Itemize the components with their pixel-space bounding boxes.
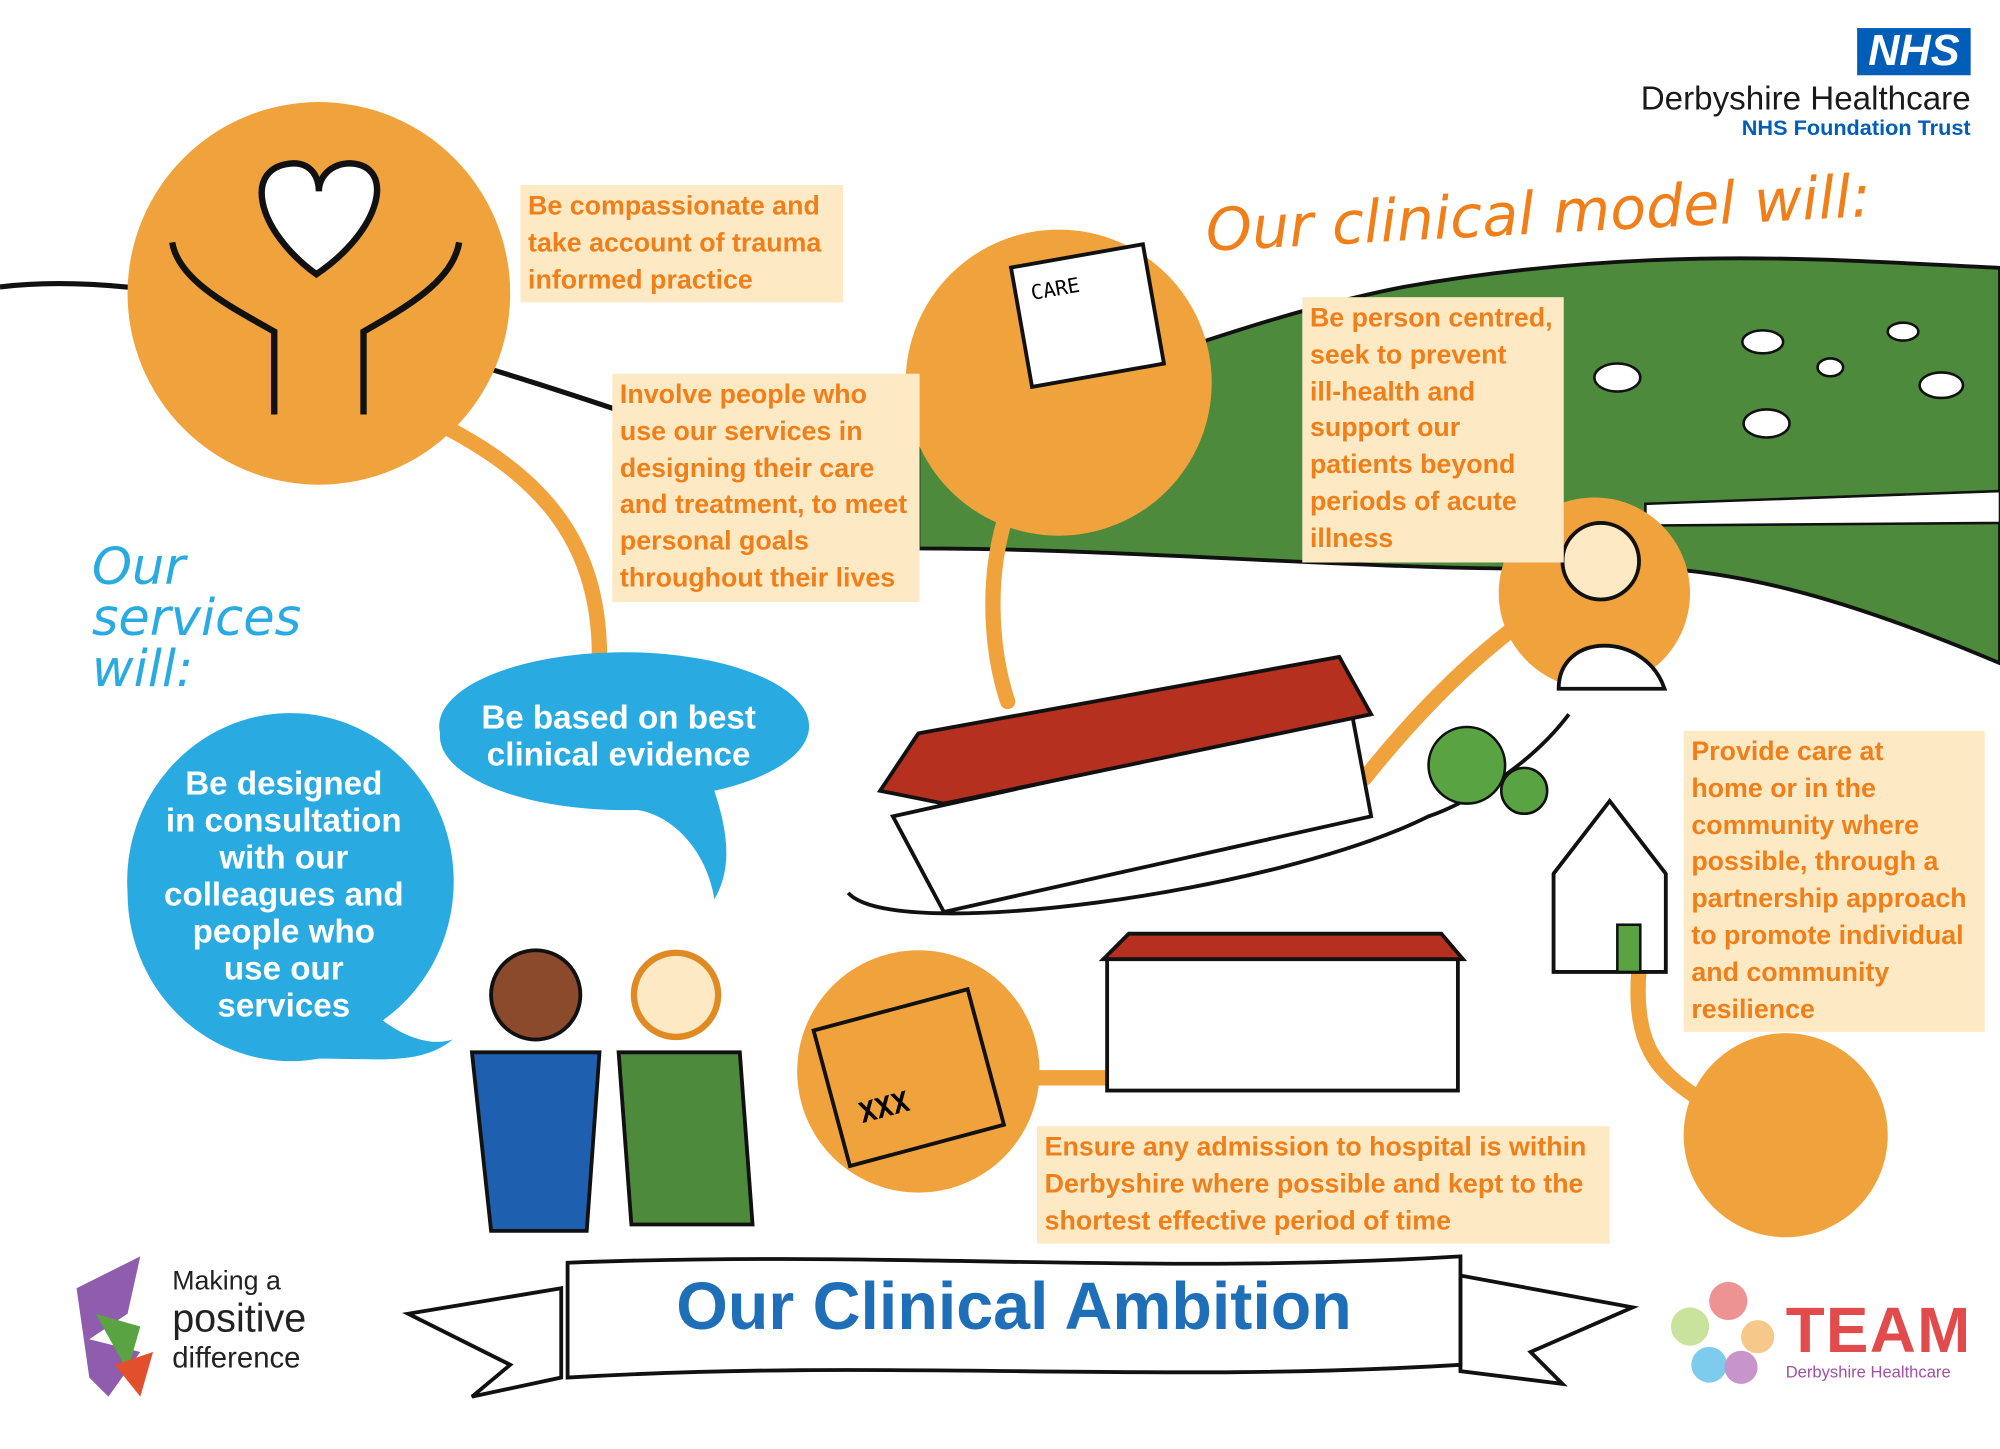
heart-hands-circle xyxy=(127,102,511,485)
hands-icon xyxy=(169,241,463,415)
staff-member-1-body xyxy=(469,1050,602,1233)
banner-left-tail xyxy=(402,1285,564,1399)
sheep-icons xyxy=(1593,321,1965,439)
connector-lines xyxy=(426,413,1705,1105)
team-logo-hands xyxy=(1670,1281,1775,1384)
banner-title: Our Clinical Ambition xyxy=(676,1270,1352,1345)
calendar-icon xyxy=(811,986,1007,1169)
team-logo: TEAM Derbyshire Healthcare xyxy=(1785,1294,1972,1382)
tree-icon xyxy=(1427,725,1507,805)
hospital-roof xyxy=(1098,931,1468,962)
speech-bubble-evidence xyxy=(439,652,810,900)
hospital-building xyxy=(1105,954,1460,1093)
org-name: Derbyshire Healthcare xyxy=(1640,79,1971,118)
terrace-roof xyxy=(876,654,1375,806)
patient-body xyxy=(1556,643,1668,691)
staff-member-2-head xyxy=(630,949,722,1041)
patient-head xyxy=(1560,521,1641,602)
heart-icon xyxy=(258,160,381,279)
org-subtitle: NHS Foundation Trust xyxy=(1741,116,1971,141)
model-item-hospital-admission: Ensure any admission to hospital is with… xyxy=(1036,1126,1610,1245)
staff-member-1-head xyxy=(489,948,583,1042)
house-icon xyxy=(1551,797,1668,974)
care-sign xyxy=(1008,242,1167,390)
banner xyxy=(565,1254,1463,1380)
nhs-logo: NHS xyxy=(1857,27,1971,76)
speech-bubble-designed xyxy=(127,713,454,1062)
staff-member-2-body xyxy=(616,1050,755,1227)
banner-right-tail xyxy=(1458,1273,1640,1387)
community-nurse-circle xyxy=(1683,1033,1888,1238)
making-positive-difference-logo: Making a positive difference xyxy=(172,1266,307,1374)
